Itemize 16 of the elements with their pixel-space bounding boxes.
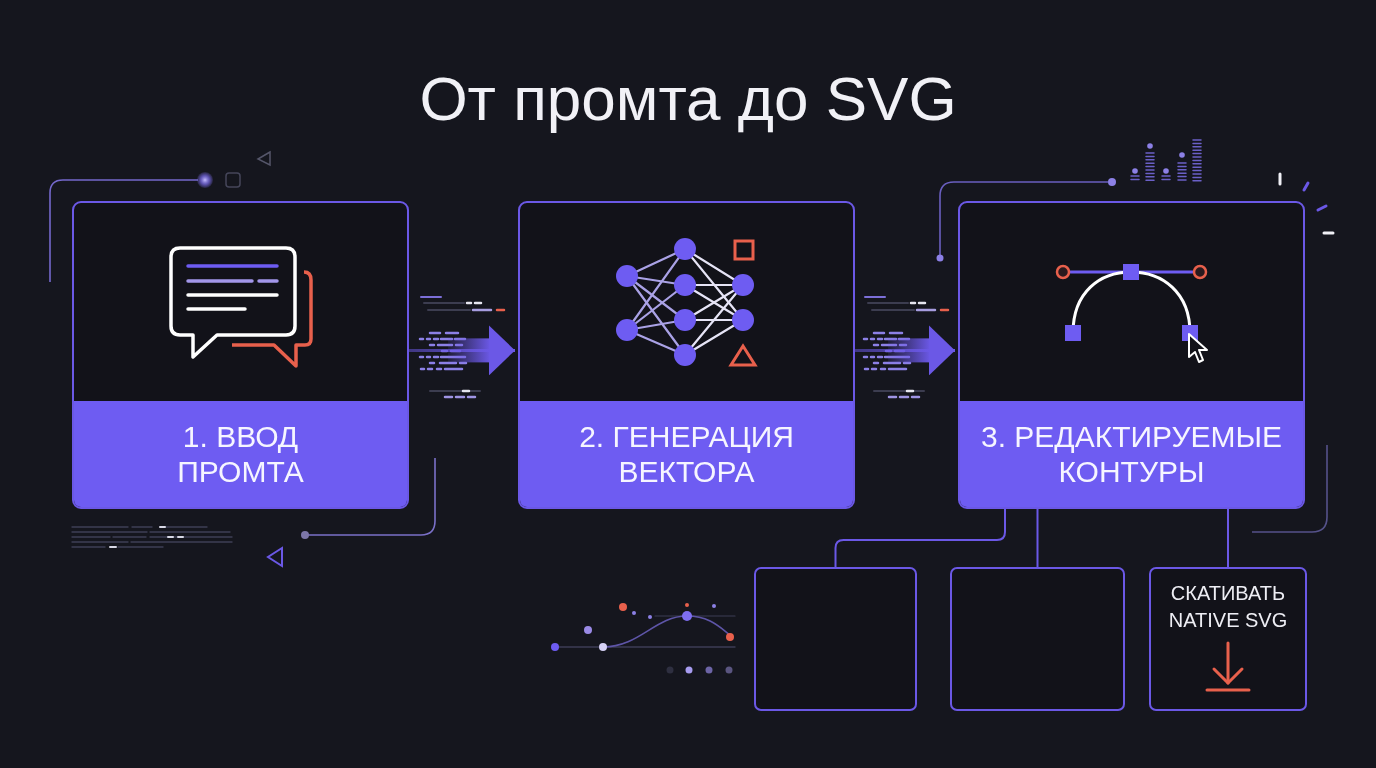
- step-title: 1. ВВОД ПРОМТА: [176, 419, 305, 489]
- arrow: [409, 325, 515, 376]
- connector-line: [1227, 508, 1229, 568]
- connector-line: [1036, 508, 1039, 568]
- step-card: [958, 201, 1305, 509]
- output-label: СКАТИВАТЬ NATIVE SVG: [1167, 581, 1289, 633]
- step-card: [72, 201, 409, 509]
- output-box: [1149, 567, 1307, 711]
- connector-line: [834, 508, 1006, 568]
- arrow: [855, 325, 955, 376]
- diagram-title: От промта до SVG: [419, 66, 957, 132]
- output-box: [754, 567, 917, 711]
- step-title: 3. РЕДАКТИРУЕМЫЕ КОНТУРЫ: [979, 419, 1283, 489]
- output-box: [950, 567, 1125, 711]
- step-title: 2. ГЕНЕРАЦИЯ ВЕКТОРА: [578, 419, 795, 489]
- step-card: [518, 201, 855, 509]
